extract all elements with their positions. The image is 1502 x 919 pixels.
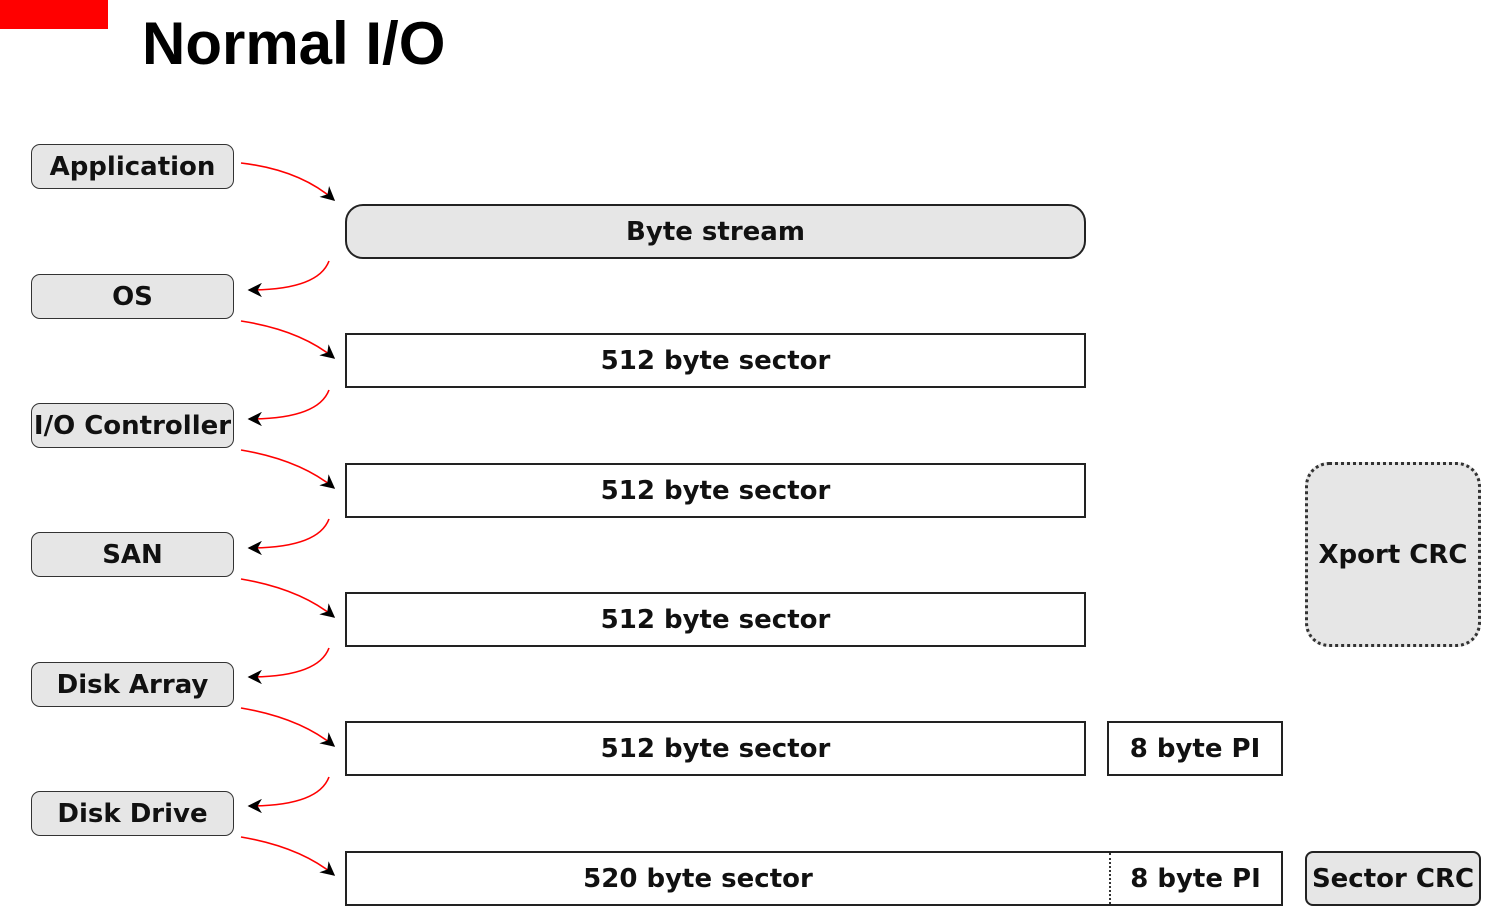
layer-san: SAN	[31, 532, 234, 577]
byte-stream-box: Byte stream	[345, 204, 1086, 259]
layer-io-controller: I/O Controller	[31, 403, 234, 448]
sector-512-box-2: 512 byte sector	[345, 463, 1086, 518]
sector-520-label: 520 byte sector	[583, 863, 813, 894]
arrow-disk-drive-to-sector	[240, 836, 336, 876]
layer-disk-array: Disk Array	[31, 662, 234, 707]
pi-box-1: 8 byte PI	[1107, 721, 1283, 776]
arrow-san-to-sector	[240, 578, 336, 618]
arrow-os-to-sector	[240, 320, 336, 359]
sector-520-group: 520 byte sector 8 byte PI	[345, 851, 1283, 906]
layer-os: OS	[31, 274, 234, 319]
xport-crc-box: Xport CRC	[1305, 462, 1481, 647]
arrow-sector-to-disk-drive	[247, 776, 330, 814]
sector-512-box-4: 512 byte sector	[345, 721, 1086, 776]
arrow-io-controller-to-sector	[240, 449, 336, 489]
layer-disk-drive: Disk Drive	[31, 791, 234, 836]
arrow-byte-stream-to-os	[247, 260, 330, 298]
sector-crc-box: Sector CRC	[1305, 851, 1481, 906]
arrow-application-to-byte-stream	[240, 162, 336, 201]
arrow-sector-to-io-controller	[247, 389, 330, 427]
sector-512-box-1: 512 byte sector	[345, 333, 1086, 388]
layer-application: Application	[31, 144, 234, 189]
arrow-sector-to-san	[247, 518, 330, 556]
pi-label-2: 8 byte PI	[1130, 863, 1261, 894]
page-title: Normal I/O	[142, 10, 446, 77]
arrow-sector-to-disk-array	[247, 647, 330, 685]
arrow-disk-array-to-sector	[240, 707, 336, 747]
pi-divider	[1109, 853, 1111, 904]
sector-512-box-3: 512 byte sector	[345, 592, 1086, 647]
accent-bar	[0, 0, 108, 29]
